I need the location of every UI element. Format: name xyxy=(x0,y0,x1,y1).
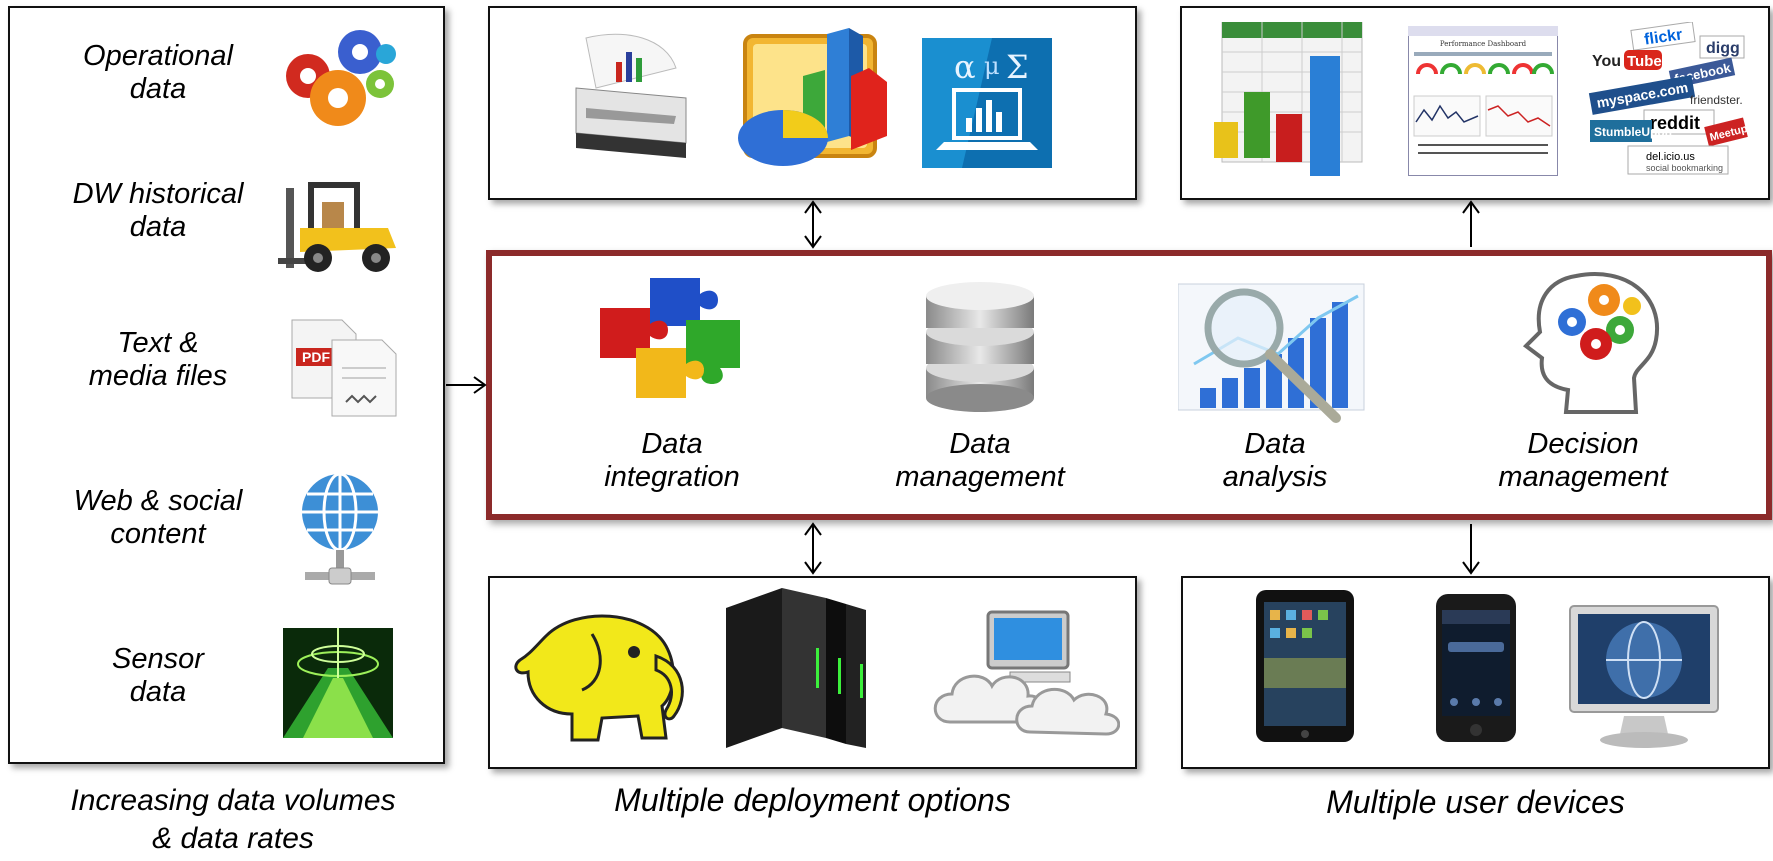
caption-sources: Increasing data volumes& data rates xyxy=(70,784,396,855)
database-icon xyxy=(926,282,1034,412)
puzzle-icon xyxy=(600,278,740,398)
source-label-text-media: Text &media files xyxy=(88,327,228,393)
svg-text:StumbleUpon: StumbleUpon xyxy=(1594,125,1672,139)
smartphone-icon xyxy=(1436,594,1516,742)
svg-text:PDF: PDF xyxy=(302,349,330,365)
cloud-computer-icon xyxy=(933,610,1120,736)
svg-text:del.icio.us: del.icio.us xyxy=(1646,151,1695,163)
svg-text:You: You xyxy=(1592,53,1621,70)
caption-deployment: Multiple deployment options xyxy=(614,782,1011,818)
svg-text:flickr: flickr xyxy=(1643,26,1683,48)
svg-text:social bookmarking: social bookmarking xyxy=(1646,163,1723,173)
statistics-laptop-icon: α μ Σ xyxy=(922,38,1052,168)
pdf-document-icon: PDF xyxy=(291,319,397,417)
hadoop-elephant-icon xyxy=(514,614,684,742)
svg-text:Σ: Σ xyxy=(1006,48,1029,86)
globe-network-icon xyxy=(302,472,378,585)
svg-text:Tube: Tube xyxy=(1627,53,1662,70)
server-rack-icon xyxy=(726,588,866,748)
tablet-icon xyxy=(1256,590,1354,742)
forklift-icon xyxy=(278,182,396,272)
svg-text:α: α xyxy=(954,48,976,86)
globe-monitor-icon xyxy=(1569,605,1719,748)
social-media-logos-icon: flickr digg You Tube facebook myspace.co… xyxy=(1588,22,1748,175)
svg-text:Performance Dashboard: Performance Dashboard xyxy=(1440,40,1527,48)
svg-text:μ: μ xyxy=(984,52,1000,80)
svg-text:friendster.: friendster. xyxy=(1690,93,1743,107)
printer-chart-icon xyxy=(575,33,687,158)
gears-icon xyxy=(286,30,396,126)
caption-devices: Multiple user devices xyxy=(1326,784,1625,820)
svg-text:digg: digg xyxy=(1706,40,1740,57)
spreadsheet-chart-icon xyxy=(1214,22,1363,176)
performance-dashboard-icon: Performance Dashboard xyxy=(1408,26,1558,176)
magnifier-chart-icon xyxy=(1178,283,1365,423)
brain-gears-icon xyxy=(1522,272,1660,414)
sensor-data-stream-icon xyxy=(283,628,393,738)
svg-text:reddit: reddit xyxy=(1650,113,1700,133)
3d-chart-icon xyxy=(738,28,887,166)
